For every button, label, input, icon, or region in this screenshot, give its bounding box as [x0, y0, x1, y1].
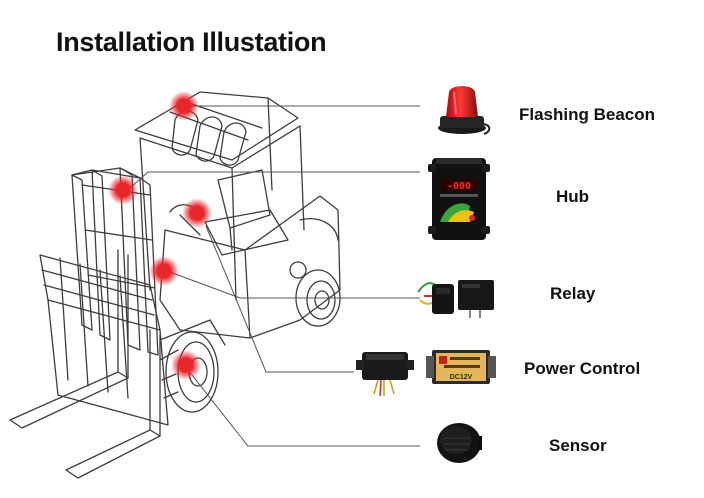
label-power-control: Power Control: [524, 359, 641, 378]
power-control-image: DC12V: [356, 350, 496, 397]
marker-relay: [149, 256, 179, 286]
leader-line-sensor: [187, 369, 420, 447]
sensor-image: [437, 423, 482, 463]
label-hub: Hub: [556, 187, 590, 206]
hub-display-readout: -000: [447, 181, 471, 192]
page-title: Installation Illustation: [56, 27, 327, 57]
leader-line-relay: [169, 271, 420, 299]
label-sensor: Sensor: [549, 436, 607, 455]
leader-line-power: [205, 225, 354, 373]
forklift-illustration: [9, 91, 341, 479]
flashing-beacon-image: [438, 86, 491, 135]
hub-image: -000: [428, 158, 490, 240]
marker-hub: [108, 175, 138, 205]
leader-line-hub: [129, 171, 420, 189]
label-relay: Relay: [550, 284, 596, 303]
power-voltage-label: DC12V: [450, 374, 473, 381]
leader-lines: [129, 105, 420, 447]
relay-image: [417, 280, 494, 318]
marker-power: [182, 198, 212, 228]
location-markers: [108, 91, 212, 380]
marker-sensor: [171, 350, 201, 380]
label-flashing-beacon: Flashing Beacon: [519, 105, 656, 124]
marker-beacon: [169, 91, 199, 121]
